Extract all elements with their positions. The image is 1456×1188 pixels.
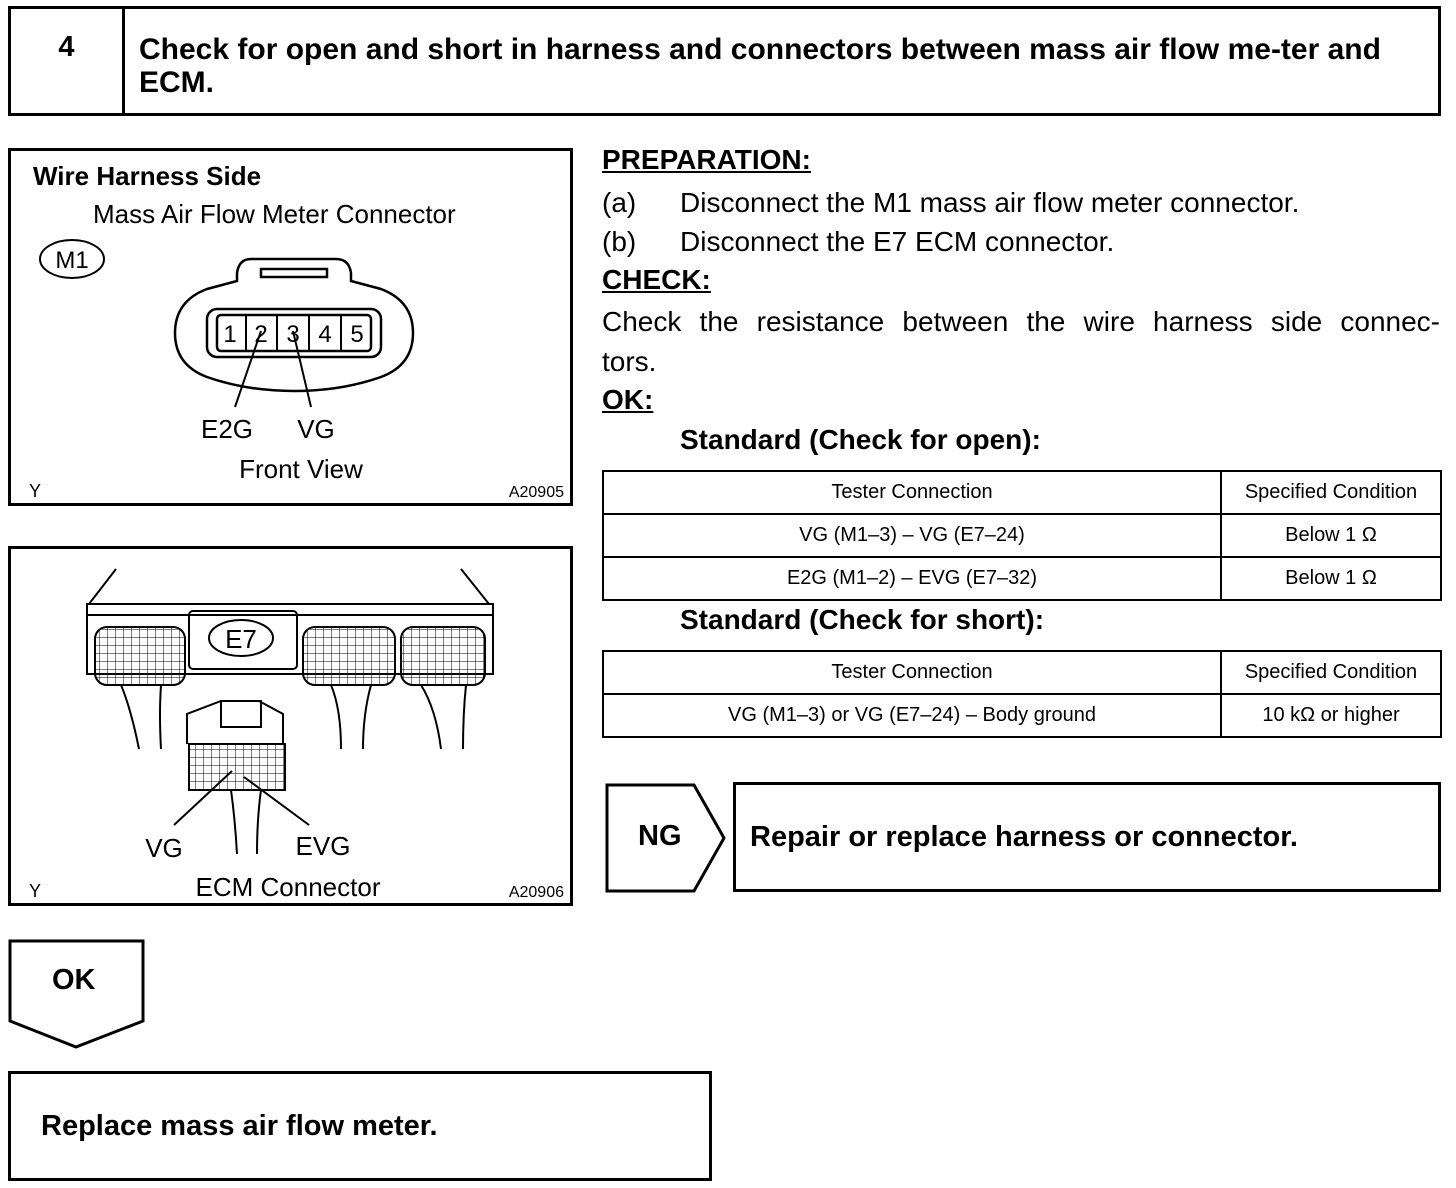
header-tester-connection: Tester Connection	[602, 470, 1222, 515]
ok-heading: OK:	[602, 384, 654, 415]
maf-pin-cells	[245, 315, 342, 351]
front-view-label: Front View	[239, 454, 363, 484]
ng-label: NG	[638, 820, 682, 852]
maf-connector-shape	[173, 257, 415, 393]
prep-step-a-marker: (a)	[602, 187, 637, 218]
ecm-housing	[86, 568, 494, 675]
maf-figure-code: A20905	[509, 484, 564, 501]
standard-short-heading: Standard (Check for short):	[680, 604, 1045, 635]
ecm-plugged-connectors	[94, 626, 486, 750]
ok-action: Replace mass air flow meter.	[8, 1071, 712, 1181]
e2g-leader-line	[234, 330, 262, 408]
ecm-connector-caption: ECM Connector	[196, 872, 381, 902]
table-header-row: Tester Connection Specified Condition	[602, 470, 1442, 515]
cell-condition: 10 kΩ or higher	[1220, 693, 1442, 738]
maf-pin-5: 5	[350, 321, 363, 348]
cell-connection: VG (M1–3) or VG (E7–24) – Body ground	[602, 693, 1222, 738]
cell-condition: Below 1 Ω	[1220, 556, 1442, 601]
step-title: Check for open and short in harness and …	[139, 33, 1381, 99]
check-text-line1: Check the resistance between the wire ha…	[602, 306, 1440, 337]
maf-pin-1: 1	[223, 321, 236, 348]
maf-connector-figure: Wire Harness Side Mass Air Flow Meter Co…	[8, 148, 573, 506]
short-check-table: Tester Connection Specified Condition VG…	[602, 650, 1442, 738]
ecm-evg-leader-line	[243, 776, 310, 826]
open-check-table: Tester Connection Specified Condition VG…	[602, 470, 1442, 601]
ecm-connector-diagram: E7 VG EVG ECM Connector Y A20906	[29, 568, 564, 902]
prep-step-b-marker: (b)	[602, 226, 637, 257]
e7-badge-label: E7	[225, 624, 257, 654]
ecm-connector-figure: E7 VG EVG ECM Connector Y A20906	[8, 546, 573, 906]
table-header-row: Tester Connection Specified Condition	[602, 650, 1442, 695]
e2g-label: E2G	[201, 414, 253, 444]
vg-label: VG	[297, 414, 335, 444]
ecm-vg-leader-line	[173, 770, 233, 826]
cell-connection: VG (M1–3) – VG (E7–24)	[602, 513, 1222, 558]
ng-arrow-icon	[605, 783, 726, 893]
step-number: 4	[11, 9, 125, 113]
standard-open-heading: Standard (Check for open):	[680, 424, 1041, 455]
ok-label: OK	[52, 964, 96, 996]
maf-figure-heading: Wire Harness Side	[33, 161, 261, 191]
table-row: VG (M1–3) or VG (E7–24) – Body ground 10…	[602, 693, 1442, 738]
maf-connector-diagram: Wire Harness Side Mass Air Flow Meter Co…	[29, 161, 564, 501]
ok-arrow-icon	[8, 939, 145, 1049]
e7-badge	[208, 619, 274, 657]
header-specified-condition: Specified Condition	[1220, 470, 1442, 515]
m1-badge-label: M1	[55, 247, 88, 274]
vg-leader-line	[292, 330, 312, 408]
table-row: E2G (M1–2) – EVG (E7–32) Below 1 Ω	[602, 556, 1442, 601]
ng-action: Repair or replace harness or connector.	[733, 782, 1441, 892]
ecm-corner-letter: Y	[29, 881, 41, 901]
maf-pin-4: 4	[318, 321, 331, 348]
preparation-heading: PREPARATION:	[602, 144, 811, 175]
maf-corner-letter: Y	[29, 481, 41, 501]
cell-connection: E2G (M1–2) – EVG (E7–32)	[602, 556, 1222, 601]
prep-step-b-text: Disconnect the E7 ECM connector.	[680, 226, 1115, 257]
check-heading: CHECK:	[602, 264, 711, 295]
cell-condition: Below 1 Ω	[1220, 513, 1442, 558]
ecm-figure-code: A20906	[509, 884, 564, 901]
maf-figure-caption: Mass Air Flow Meter Connector	[93, 199, 456, 229]
m1-badge	[39, 239, 105, 279]
ecm-vg-label: VG	[145, 833, 183, 863]
e7-unplugged-connector	[186, 700, 286, 855]
ecm-evg-label: EVG	[296, 831, 351, 861]
prep-step-a-text: Disconnect the M1 mass air flow meter co…	[680, 187, 1300, 218]
table-row: VG (M1–3) – VG (E7–24) Below 1 Ω	[602, 513, 1442, 558]
header-tester-connection: Tester Connection	[602, 650, 1222, 695]
step-header: 4 Check for open and short in harness an…	[8, 6, 1441, 116]
header-specified-condition: Specified Condition	[1220, 650, 1442, 695]
check-text-line2: tors.	[602, 346, 657, 377]
